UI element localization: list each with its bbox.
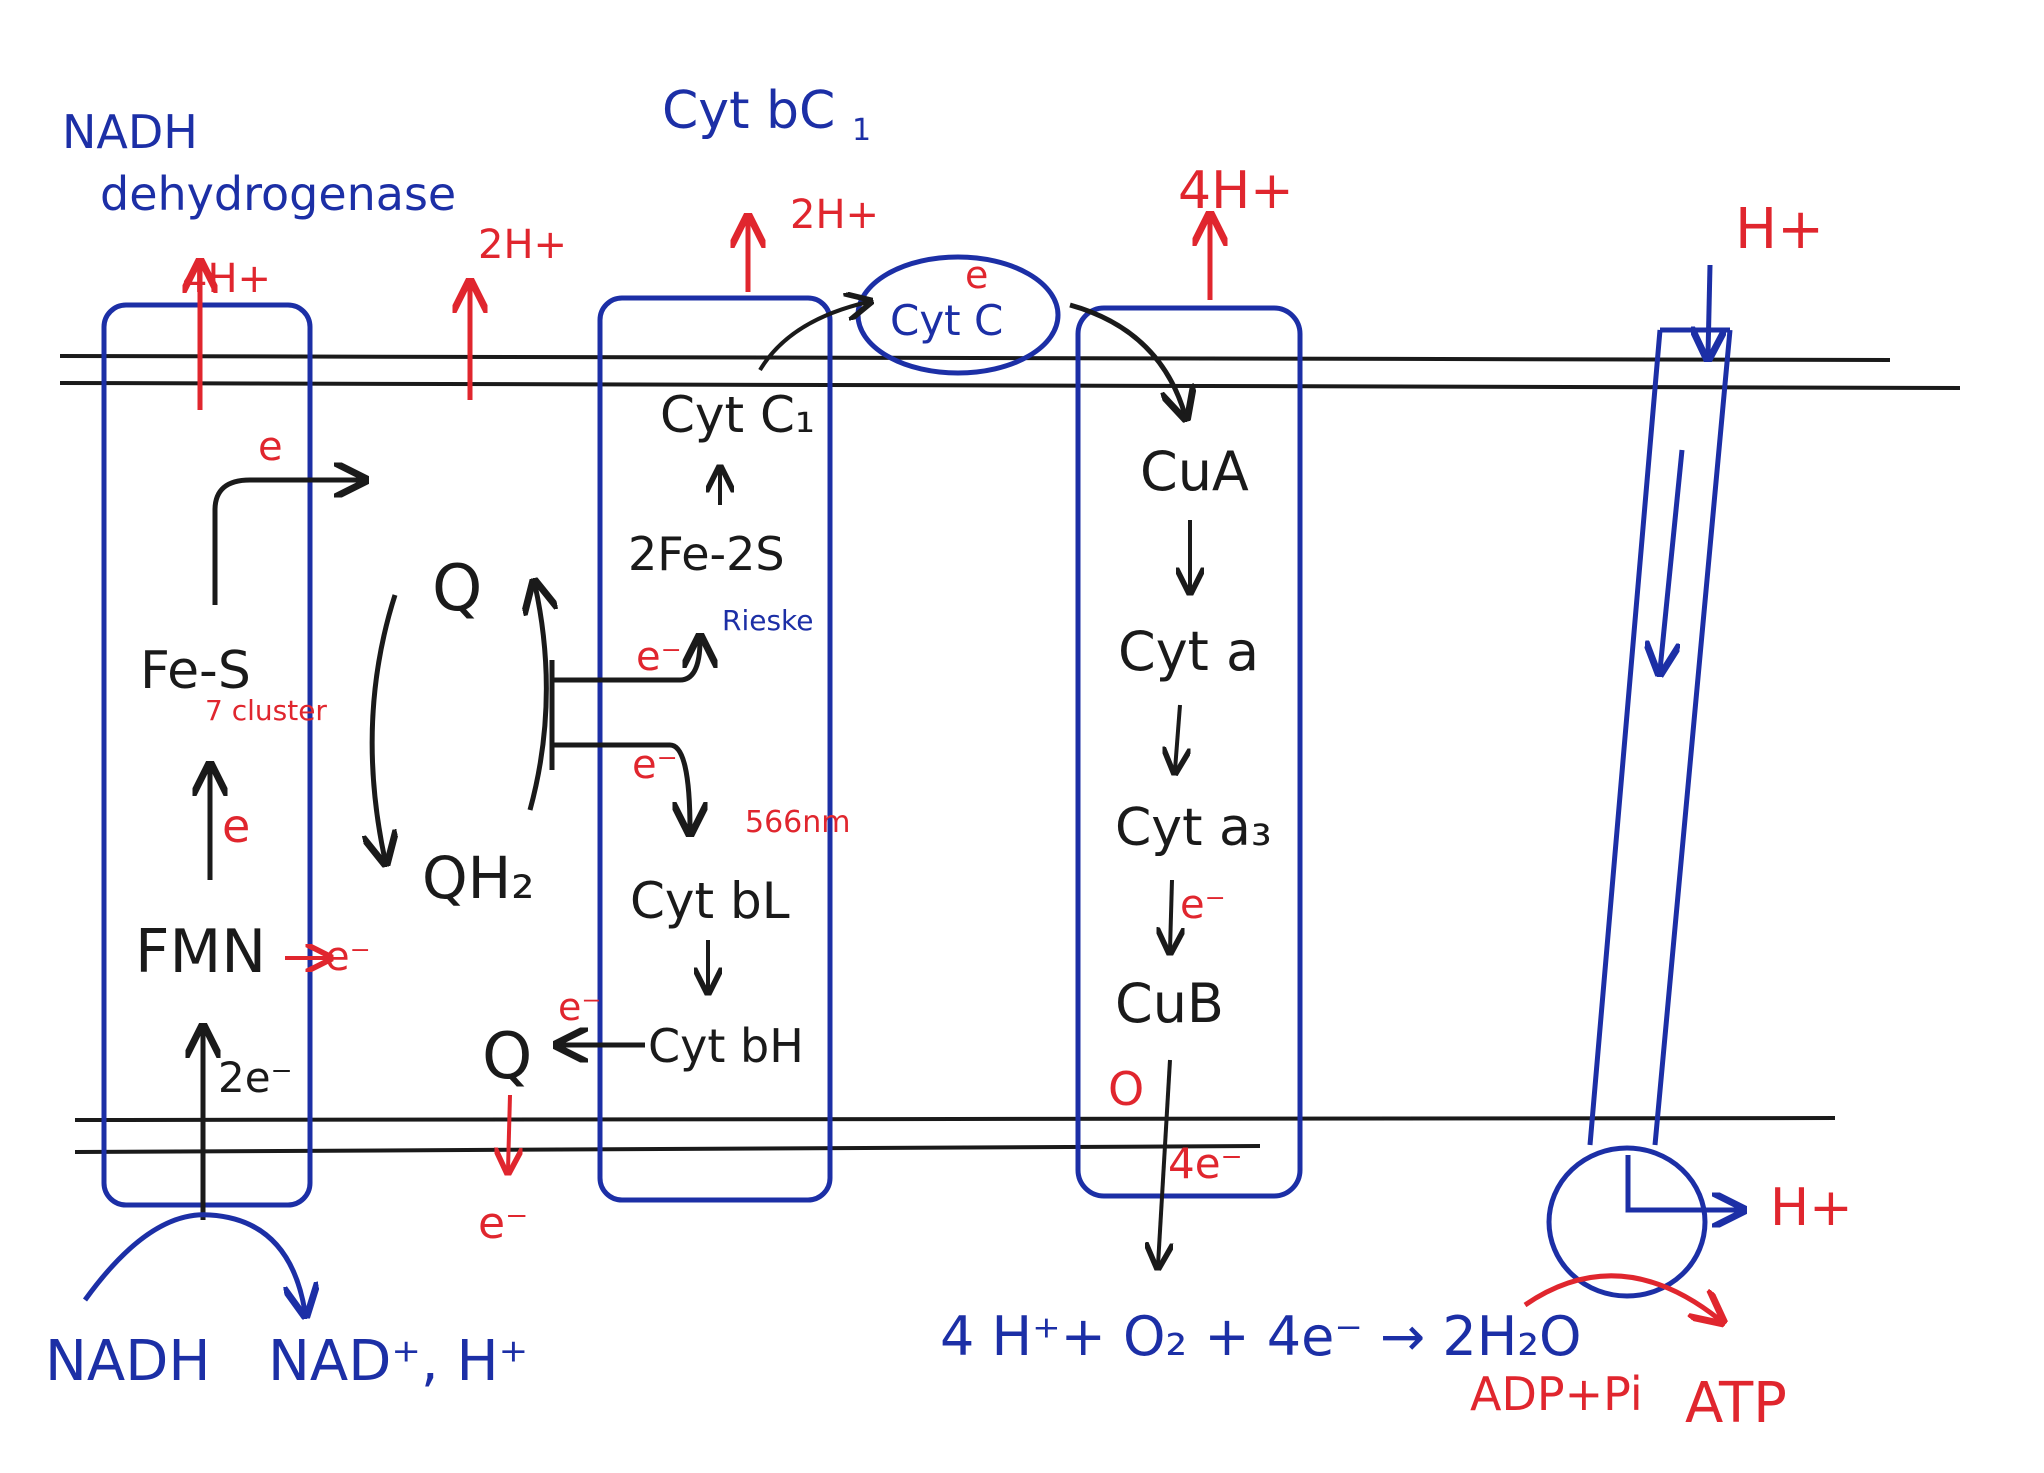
proton-label-complex1: 4H+	[182, 256, 271, 302]
oxygen-mark-label: O	[1108, 1062, 1144, 1116]
arrow-nadh-to-nad	[82, 1212, 305, 1312]
complex-3-box	[597, 295, 833, 1203]
cyt-bc1-title: Cyt bC	[662, 81, 835, 141]
water-reaction-label: 4 H⁺+ O₂ + 4e⁻ → 2H₂O	[940, 1305, 1582, 1368]
rieske-electron-label: e⁻	[636, 634, 682, 680]
cyt-bc1-title-subscript: 1	[852, 113, 871, 148]
cyt-c1-label: Cyt C₁	[660, 386, 815, 444]
qh2-label: QH₂	[422, 844, 535, 912]
q-out-electron-label: e⁻	[478, 1198, 528, 1249]
arrow-qh2-to-q	[530, 585, 546, 811]
complex-4-box	[1075, 305, 1303, 1199]
fe-s-label: Fe-S	[140, 641, 251, 701]
fmn-label: FMN	[135, 917, 266, 987]
atp-label: ATP	[1685, 1371, 1787, 1436]
inner-membrane-bottom	[74, 1116, 1836, 1154]
arrow-proton-exit	[1625, 1155, 1740, 1210]
arrow-proton-entry	[1708, 264, 1710, 355]
cyt-bh-label: Cyt bH	[648, 1019, 804, 1073]
cyt-c-label: Cyt C	[890, 296, 1003, 345]
arrow-cyta3-to-cub	[1170, 879, 1172, 950]
rieske-label: Rieske	[722, 604, 814, 637]
adp-pi-label: ADP+Pi	[1470, 1367, 1643, 1421]
arrow-q-to-qh2	[372, 594, 395, 860]
nadh-dehydrogenase-label-line1: NADH	[62, 105, 198, 159]
wavelength-label: 566nm	[745, 805, 851, 840]
nadh-dehydrogenase-label-line2: dehydrogenase	[100, 167, 456, 221]
complex1-e-mid-label: e	[222, 799, 250, 853]
arrow-bifurcation-bl	[552, 742, 690, 830]
arrow-adp-to-atp	[1523, 1273, 1720, 1320]
two-electron-label: 2e⁻	[218, 1053, 293, 1102]
cub-label: CuB	[1115, 972, 1224, 1035]
cua-label: CuA	[1140, 440, 1249, 503]
proton-label-complex4: 4H+	[1178, 161, 1294, 221]
arrow-proton-channel	[1660, 449, 1685, 670]
cyt-a-label: Cyt a	[1118, 620, 1259, 683]
fe-s-cluster-label: 7 cluster	[205, 694, 327, 727]
four-electron-label: 4e⁻	[1168, 1139, 1243, 1188]
atp-synthase-channel	[1587, 327, 1733, 1146]
proton-label-synthase-out: H+	[1770, 1178, 1853, 1238]
arrow-bifurcation-rieske	[552, 640, 700, 683]
arrow-cub-to-water	[1158, 1059, 1170, 1265]
a3-electron-label: e⁻	[1180, 882, 1226, 928]
complex1-e-top-label: e	[258, 424, 283, 470]
nad-product-label: NAD⁺, H⁺	[268, 1329, 528, 1394]
arrow-c1-to-cytc	[758, 302, 868, 372]
arrow-q-electron-out	[508, 1094, 510, 1170]
q-bottom-label: Q	[482, 1020, 532, 1094]
arrow-fes-to-q	[212, 480, 362, 605]
arrow-cyta-to-cyta3	[1175, 704, 1180, 770]
bl-electron-label: e⁻	[632, 742, 678, 788]
fmn-electron-label: e⁻	[325, 934, 371, 980]
fe2s2-label: 2Fe-2S	[628, 527, 785, 581]
q-top-label: Q	[432, 552, 482, 626]
proton-label-q: 2H+	[478, 222, 567, 268]
cyt-c-electron-label: e	[965, 253, 988, 297]
proton-label-synthase-in: H+	[1735, 197, 1824, 262]
atp-synthase-head	[1546, 1145, 1708, 1299]
complex-1-box	[101, 302, 313, 1208]
proton-label-bc1: 2H+	[790, 192, 879, 238]
cyt-bl-label: Cyt bL	[630, 872, 790, 930]
cyt-a3-label: Cyt a₃	[1115, 798, 1272, 858]
arrow-cytc-to-cua	[1069, 302, 1185, 415]
q-bottom-electron-label: e⁻	[558, 985, 601, 1029]
inner-membrane-top	[59, 354, 1961, 390]
nadh-substrate-label: NADH	[45, 1329, 210, 1394]
